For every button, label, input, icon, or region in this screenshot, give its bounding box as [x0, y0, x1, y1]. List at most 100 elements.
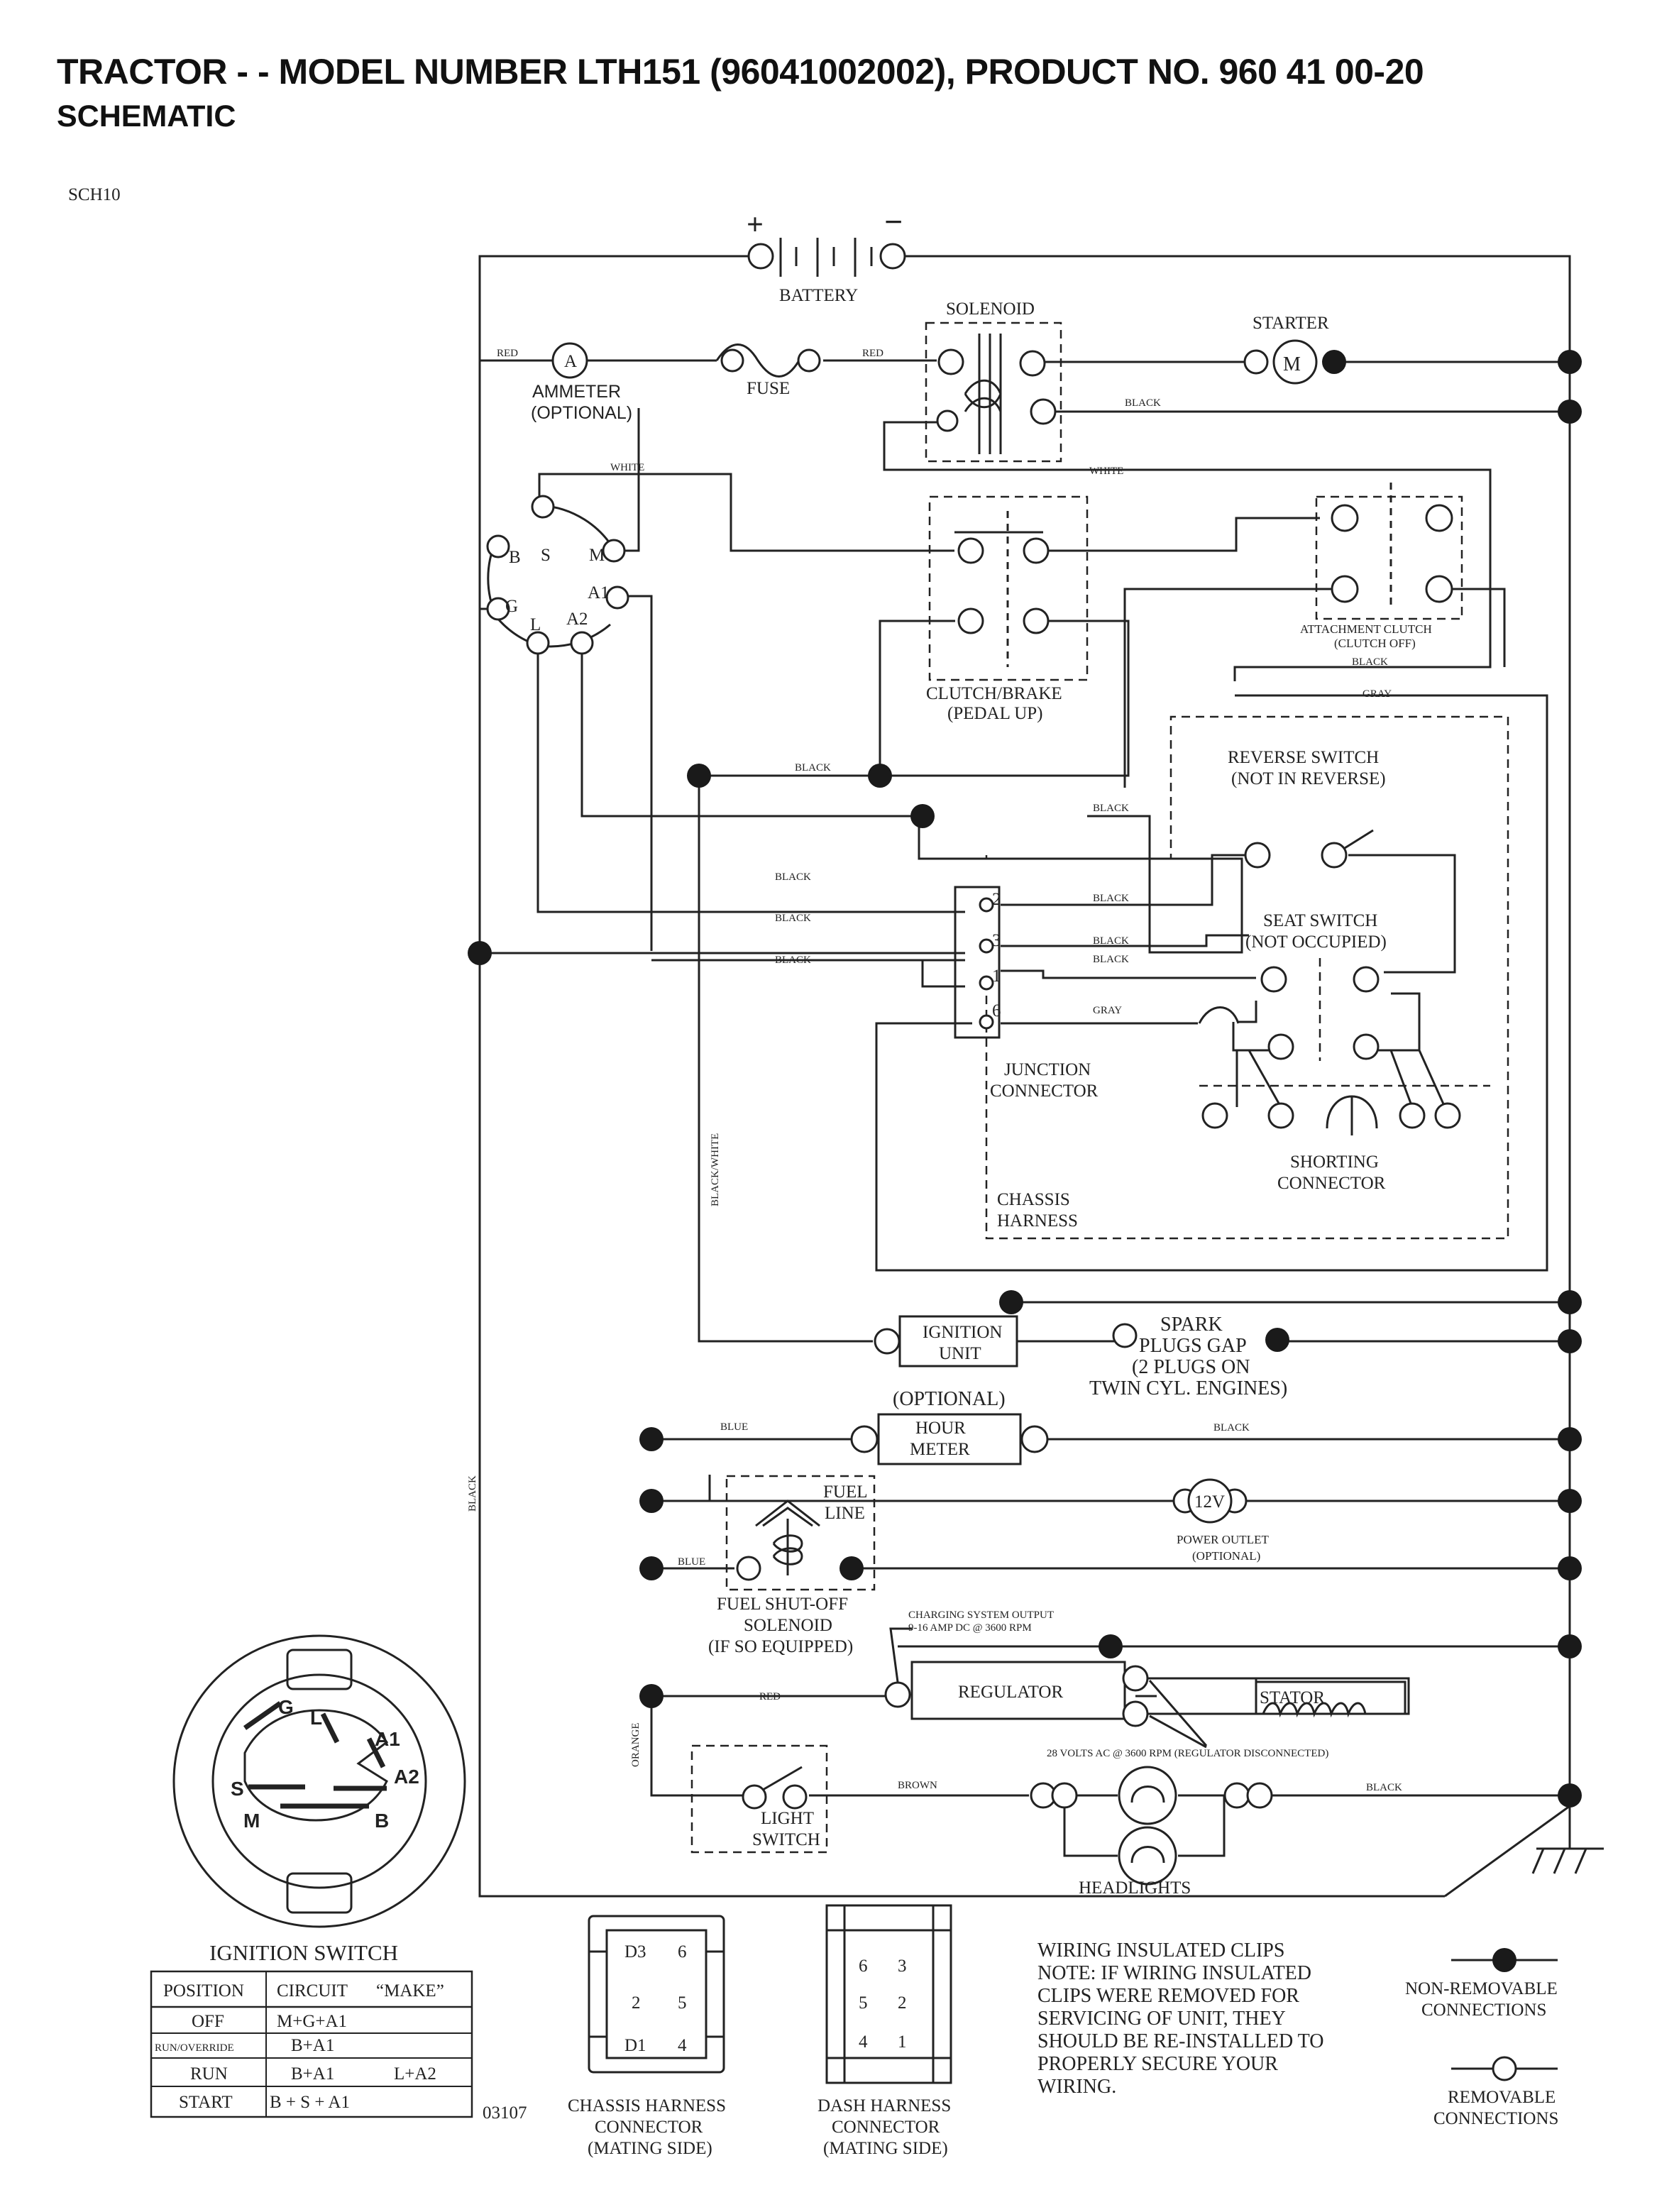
spark-plugs: SPARK PLUGS GAP (2 PLUGS ON TWIN CYL. EN…	[1089, 1314, 1289, 1399]
dash-pin-5: 5	[859, 1993, 868, 2013]
wire-gray-label: GRAY	[1093, 1005, 1122, 1016]
shorting-connector-label-2: CONNECTOR	[1277, 1174, 1386, 1193]
chassis-pin-d1: D1	[624, 2036, 646, 2055]
note-line: NOTE: IF WIRING INSULATED	[1037, 1962, 1311, 1984]
wire-black-label: BLACK	[775, 913, 811, 924]
spark-plugs-note-2: TWIN CYL. ENGINES)	[1089, 1377, 1287, 1399]
attachment-clutch-off-label: (CLUTCH OFF)	[1334, 637, 1416, 650]
ignition-switch-title: IGNITION SWITCH	[209, 1940, 398, 1965]
dash-pin-3: 3	[898, 1957, 907, 1976]
ignition-terminal-b: B	[509, 548, 521, 567]
stator-label: STATOR	[1260, 1688, 1325, 1707]
hour-meter-label-2: METER	[910, 1440, 970, 1459]
ignition-unit: IGNITION UNIT	[874, 1315, 1018, 1368]
note-line: WIRING.	[1037, 2076, 1116, 2098]
table-row-position: START	[179, 2093, 233, 2112]
ignition-terminal-g: G	[505, 597, 518, 616]
table-header-circuit: CIRCUIT	[277, 1981, 348, 2001]
ammeter-label: AMMETER	[532, 382, 621, 402]
wire-red-label: RED	[862, 348, 883, 359]
battery-label: BATTERY	[779, 286, 858, 305]
table-row-circuit: B + S + A1	[270, 2093, 350, 2112]
ammeter-symbol: A	[564, 352, 577, 371]
dash-pin-2: 2	[898, 1993, 907, 2013]
wire-black-label: BLACK	[795, 762, 831, 774]
wire-black-label: BLACK	[775, 871, 811, 883]
hour-meter-optional-label: (OPTIONAL)	[893, 1388, 1006, 1410]
note-line: SHOULD BE RE-INSTALLED TO	[1037, 2030, 1323, 2052]
note-line: CLIPS WERE REMOVED FOR	[1037, 1985, 1299, 2007]
switch-face-a2: A2	[394, 1766, 419, 1788]
legend-non-removable: NON-REMOVABLE	[1405, 1979, 1558, 1998]
switch-face-s: S	[231, 1778, 244, 1800]
table-row-position: RUN/OVERRIDE	[155, 2042, 234, 2054]
wire-black-label: BLACK	[1093, 954, 1129, 965]
power-outlet-label: POWER OUTLET	[1177, 1533, 1269, 1546]
wire-black-label: BLACK	[1093, 893, 1129, 904]
reverse-switch-state-label: (NOT IN REVERSE)	[1231, 769, 1386, 788]
chassis-pin-4: 4	[678, 2036, 687, 2055]
table-header-make: “MAKE”	[376, 1981, 444, 2001]
wire-labels: BLACK BLACK BLACK BLACK BLACK BLACK BLAC…	[467, 762, 1402, 1793]
solenoid: SOLENOID	[925, 299, 1062, 463]
note-line: PROPERLY SECURE YOUR	[1037, 2053, 1278, 2075]
ignition-switch-schematic: S M B A1 G L A2	[486, 495, 629, 655]
attachment-clutch-label: ATTACHMENT CLUTCH	[1300, 622, 1432, 636]
junction-pin-3: 3	[992, 931, 1001, 950]
dash-pin-1: 1	[898, 2032, 907, 2052]
ignition-switch-face: G L A1 S A2 M B IGNITION SWITCH	[172, 1634, 466, 1965]
wire-white-label: WHITE	[610, 462, 644, 473]
ignition-terminal-s: S	[541, 546, 551, 565]
battery-negative-terminal	[879, 243, 906, 270]
battery-positive-terminal	[747, 243, 774, 270]
wire-black-white-label: BLACK/WHITE	[710, 1133, 721, 1206]
ignition-unit-label: IGNITION	[923, 1323, 1002, 1342]
chassis-pin-2: 2	[632, 1993, 641, 2013]
fuel-shutoff-label-3: (IF SO EQUIPPED)	[708, 1637, 853, 1656]
battery: + − BATTERY	[747, 204, 906, 305]
charging-output-label-2: 9-16 AMP DC @ 3600 RPM	[908, 1622, 1032, 1634]
power-outlet-symbol: 12V	[1194, 1492, 1225, 1512]
junction-label: JUNCTION	[1004, 1060, 1091, 1079]
chassis-connector-label-2: CONNECTOR	[595, 2118, 703, 2137]
light-switch-label-2: SWITCH	[752, 1830, 820, 1849]
table-header-position: POSITION	[163, 1981, 244, 2001]
wire-black-label: BLACK	[467, 1475, 478, 1512]
regulator-label: REGULATOR	[958, 1683, 1063, 1702]
junction-label-2: CONNECTOR	[990, 1082, 1099, 1101]
dash-connector-label-2: CONNECTOR	[832, 2118, 940, 2137]
legend-removable: REMOVABLE	[1448, 2088, 1556, 2107]
dash-harness-connector: 6 3 5 2 4 1 DASH HARNESS CONNECTOR (MATI…	[818, 1904, 952, 2158]
switch-face-g: G	[278, 1696, 294, 1718]
chassis-harness-label-2: HARNESS	[997, 1211, 1078, 1231]
ignition-terminal-a2: A2	[566, 610, 588, 629]
fuel-shutoff-label-2: SOLENOID	[744, 1616, 832, 1635]
wires	[478, 255, 1604, 1898]
wire-red-label: RED	[759, 1691, 781, 1702]
wire-black-label: BLACK	[1352, 656, 1388, 668]
dash-pin-4: 4	[859, 2032, 868, 2052]
wire-black-label: BLACK	[1366, 1782, 1402, 1793]
starter-symbol: M	[1283, 353, 1301, 375]
table-row-position: RUN	[190, 2064, 228, 2084]
table-row-circuit: B+A1	[291, 2036, 334, 2055]
spark-gap-label: PLUGS GAP	[1139, 1335, 1247, 1357]
wiring-note: WIRING INSULATED CLIPS NOTE: IF WIRING I…	[1037, 1939, 1323, 2098]
solenoid-label: SOLENOID	[946, 299, 1035, 319]
wire-black-label: BLACK	[1093, 935, 1129, 947]
table-row-make: L+A2	[394, 2064, 436, 2084]
legend-removable-2: CONNECTIONS	[1433, 2109, 1558, 2128]
junction-pin-2: 2	[992, 890, 1001, 909]
chassis-pin-d3: D3	[624, 1942, 646, 1961]
fuse-label: FUSE	[747, 379, 790, 398]
clutch-brake-switch: CLUTCH/BRAKE (PEDAL UP)	[926, 495, 1089, 723]
light-switch: LIGHT SWITCH	[690, 1744, 828, 1854]
junction-pin-1: 1	[992, 967, 1001, 986]
chassis-harness-connector: D3 6 2 5 D1 4 CHASSIS HARNESS CONNECTOR …	[568, 1915, 726, 2158]
chassis-connector-label-3: (MATING SIDE)	[588, 2139, 712, 2158]
wire-black-label: BLACK	[775, 954, 811, 966]
figure-code: 03107	[483, 2103, 527, 2123]
switch-face-a1: A1	[375, 1728, 400, 1750]
ignition-terminal-l: L	[530, 615, 541, 634]
wire-black-label: BLACK	[1093, 803, 1129, 814]
